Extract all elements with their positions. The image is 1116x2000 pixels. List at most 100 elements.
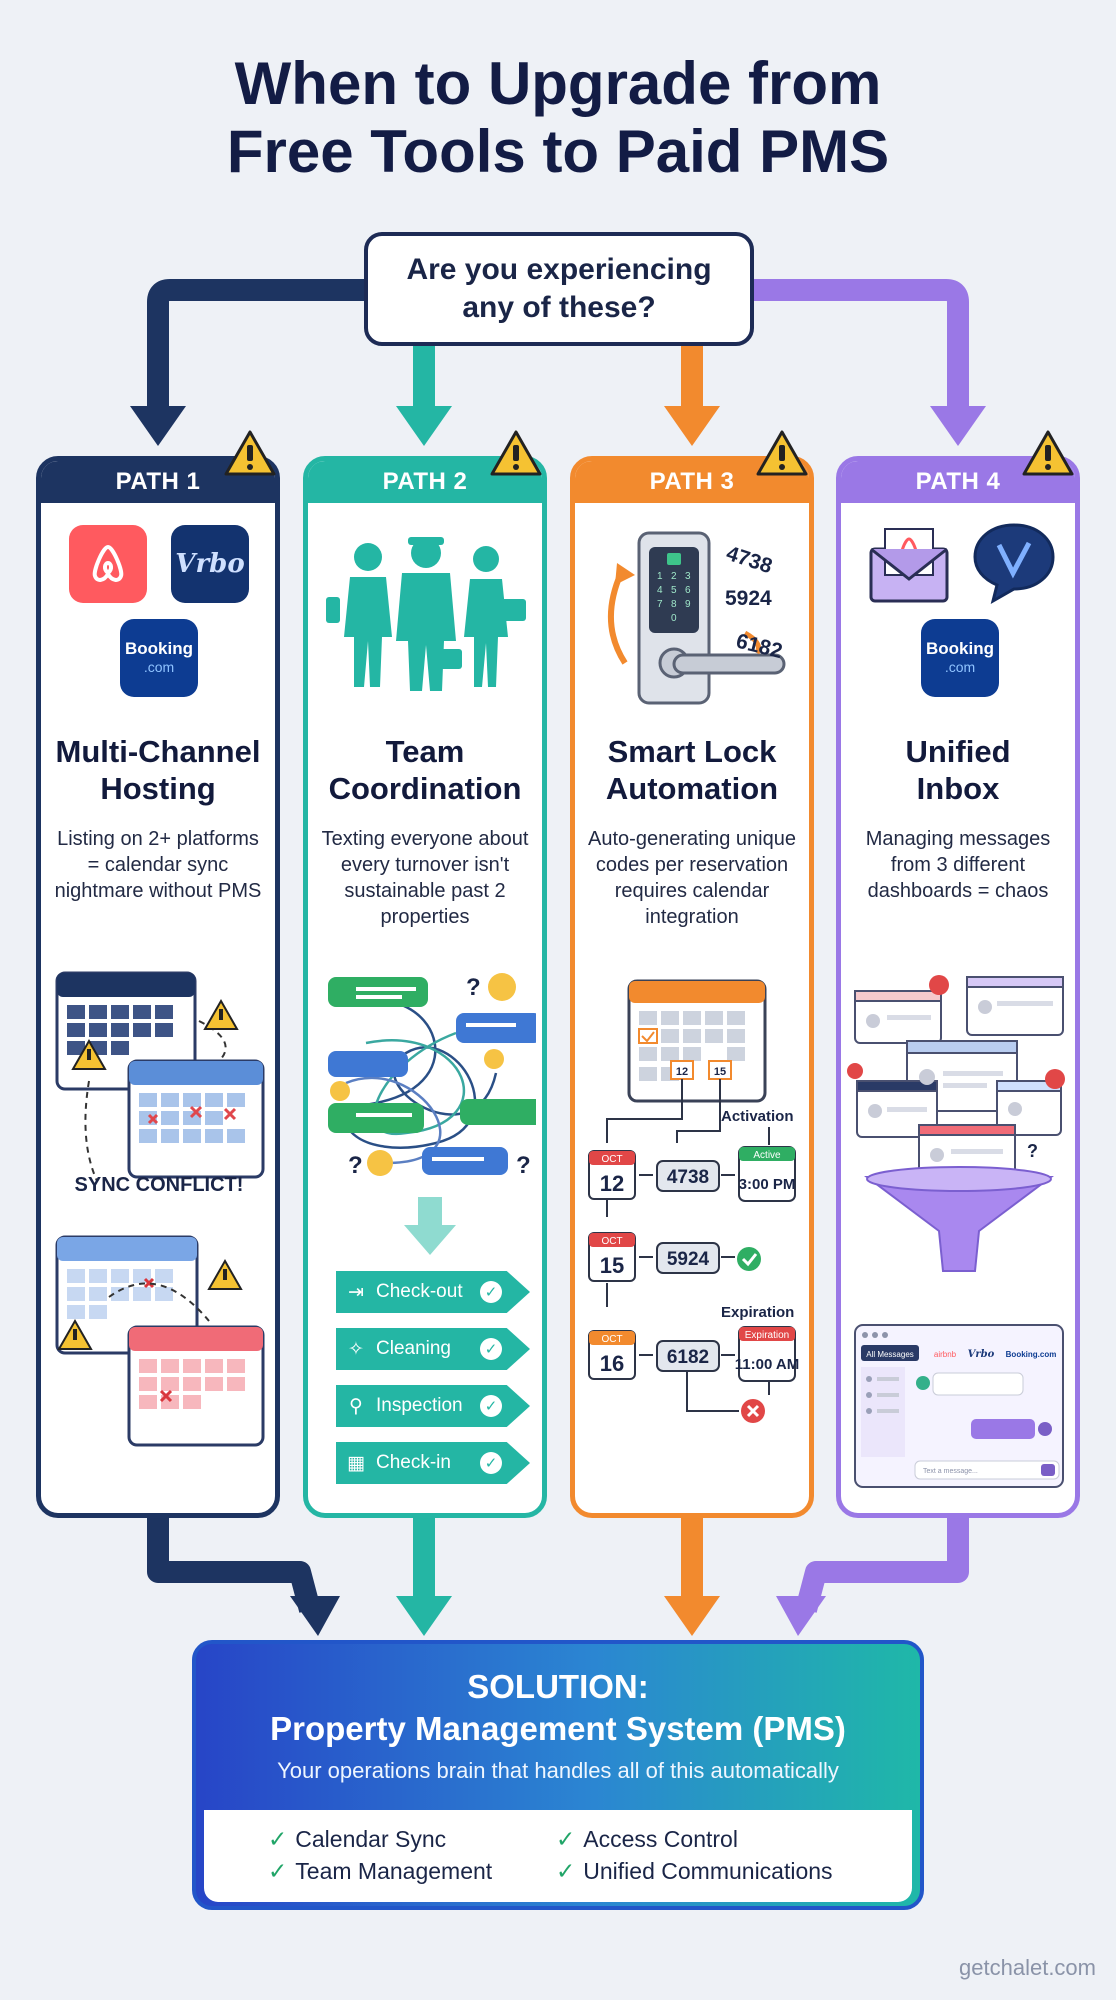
lock-code-1: 4738 (723, 542, 775, 578)
check-icon: ✓ (556, 1826, 576, 1852)
check-icon: ✓ (480, 1281, 502, 1303)
activation-label: Activation (721, 1108, 794, 1125)
booking-logo-text: Booking (926, 639, 994, 658)
check-icon: ✓ (268, 1858, 288, 1884)
vrbo-chat-bubble-icon (973, 523, 1055, 605)
activation-tag: Active (753, 1150, 781, 1161)
question-box: Are you experiencing any of these? (364, 232, 754, 346)
expiration-time: 11:00 AM (735, 1356, 799, 1373)
inbox-message-input: Text a message... (923, 1468, 978, 1475)
unified-inbox-window: All Messages airbnb Vrbo Booking.com Tex… (854, 1324, 1064, 1488)
svg-text:OCT: OCT (601, 1334, 622, 1345)
path-2-description: Texting everyone about every turnover is… (321, 828, 529, 928)
calendar-icon: ▦ (347, 1452, 365, 1474)
svg-text:6: 6 (685, 585, 691, 596)
booking-logo-text: Booking (125, 639, 193, 658)
solution-title: SOLUTION:Property Management System (PMS… (270, 1668, 846, 1747)
path-4-warning-icon (1022, 430, 1074, 476)
check-icon: ✓ (480, 1338, 502, 1360)
vrbo-logo-icon: Vrbo (171, 525, 249, 603)
tangled-messages-icon: ? ? ? (328, 973, 536, 1179)
check-icon: ✓ (480, 1452, 502, 1474)
envelope-icon (869, 528, 949, 603)
svg-text:8: 8 (671, 599, 677, 610)
svg-text:OCT: OCT (601, 1236, 622, 1247)
door-icon: ⇥ (348, 1281, 364, 1303)
booking-logo-icon: Booking.com (120, 619, 198, 697)
sync-conflict-label: SYNC CONFLICT! (75, 1174, 244, 1196)
page-title: When to Upgrade from Free Tools to Paid … (0, 50, 1116, 186)
check-icon: ✓ (556, 1858, 576, 1884)
svg-text:?: ? (348, 1152, 363, 1179)
inbox-tab-booking: Booking.com (1006, 1350, 1057, 1359)
path-3-warning-icon (756, 430, 808, 476)
flow-code-4738: 4738 (667, 1167, 709, 1188)
workflow-step-cleaning: ✧Cleaning✓ (336, 1328, 530, 1370)
svg-text:?: ? (466, 974, 481, 1001)
feature-team-management: ✓Team Management (268, 1858, 493, 1884)
airbnb-logo-icon (69, 525, 147, 603)
svg-text:2: 2 (671, 571, 677, 582)
expiration-label: Expiration (721, 1304, 794, 1321)
feature-access-control: ✓Access Control (556, 1826, 738, 1852)
activation-time: 3:00 PM (739, 1176, 796, 1193)
svg-text:1: 1 (657, 571, 663, 582)
sync-conflict-calendars-icon: SYNC CONFLICT! (55, 971, 265, 1447)
inbox-funnel-icon: ? (847, 975, 1065, 1272)
check-icon: ✓ (480, 1395, 502, 1417)
inbox-tab-airbnb: airbnb (934, 1350, 957, 1359)
inbox-tab-vrbo: Vrbo (968, 1349, 995, 1360)
flow-day-15: 15 (600, 1253, 624, 1278)
path-1-warning-icon (224, 430, 276, 476)
lock-code-2: 5924 (725, 587, 772, 610)
workflow-step-checkout: ⇥Check-out✓ (336, 1271, 530, 1313)
inbox-tab-all: All Messages (866, 1350, 914, 1359)
expiration-tag: Expiration (745, 1330, 789, 1341)
svg-text:OCT: OCT (601, 1154, 622, 1165)
workflow-step-checkin: ▦Check-in✓ (336, 1442, 530, 1484)
flow-day-12: 12 (600, 1171, 624, 1196)
solution-subtitle: Your operations brain that handles all o… (277, 1758, 839, 1783)
title-line-2: Free Tools to Paid PMS (226, 118, 890, 185)
title-line-1: When to Upgrade from (234, 50, 882, 117)
calendar-day-12: 12 (676, 1066, 688, 1078)
lock-code-flow-diagram: 12 15 Activation Expiration OCT 12 OCT 1… (588, 979, 799, 1423)
path-2-warning-icon (490, 430, 542, 476)
flow-day-16: 16 (600, 1351, 624, 1376)
check-icon: ✓ (268, 1826, 288, 1852)
svg-text:9: 9 (685, 599, 691, 610)
path-4-description: Managing messages from 3 different dashb… (865, 828, 1051, 902)
svg-text:3: 3 (685, 571, 691, 582)
svg-text:4: 4 (657, 585, 663, 596)
calendar-day-15: 15 (714, 1066, 726, 1078)
flow-code-5924: 5924 (667, 1249, 710, 1270)
feature-unified-communications: ✓Unified Communications (556, 1858, 833, 1884)
team-people-icon (326, 537, 526, 691)
magnifier-icon: ⚲ (349, 1395, 363, 1417)
broom-icon: ✧ (348, 1338, 364, 1360)
flow-code-6182: 6182 (667, 1347, 709, 1368)
svg-text:?: ? (516, 1152, 531, 1179)
svg-text:5: 5 (671, 585, 677, 596)
path-3-description: Auto-generating unique codes per reserva… (588, 828, 796, 928)
feature-calendar-sync: ✓Calendar Sync (268, 1826, 447, 1852)
footer-url: getchalet.com (959, 1955, 1096, 1980)
booking-logo-sub: .com (944, 659, 976, 675)
solution-features: ✓Calendar Sync ✓Access Control ✓Team Man… (204, 1810, 912, 1902)
workflow-step-inspection: ⚲Inspection✓ (336, 1385, 530, 1427)
svg-text:7: 7 (657, 599, 663, 610)
path-1-description: Listing on 2+ platforms = calendar sync … (54, 828, 262, 902)
solution-box: SOLUTION:Property Management System (PMS… (192, 1640, 924, 1910)
svg-text:?: ? (1027, 1141, 1038, 1161)
booking-logo-sub: .com (143, 659, 175, 675)
